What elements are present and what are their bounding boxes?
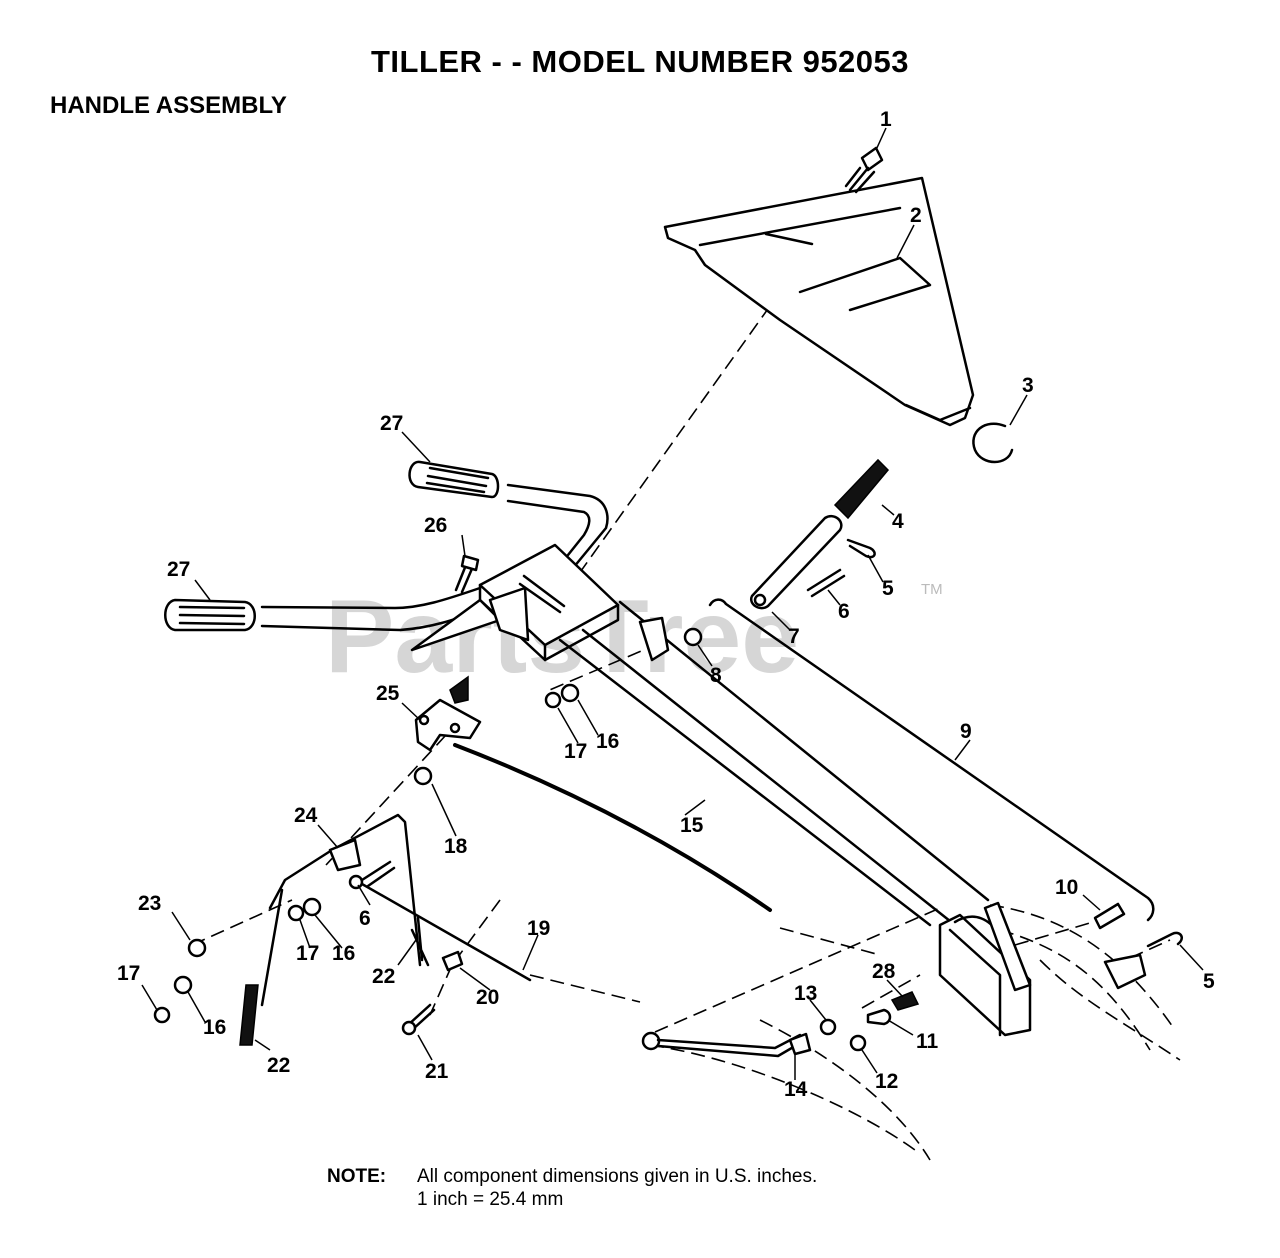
callout-16-mid: 16: [596, 730, 619, 753]
callout-16-low: 16: [332, 942, 355, 965]
leader-lines: [141, 127, 1204, 1080]
callout-17-mid: 17: [564, 740, 587, 763]
callout-18: 18: [444, 835, 468, 858]
callout-11: 11: [916, 1030, 939, 1053]
callout-16-left: 16: [203, 1016, 226, 1039]
throttle-cable: [453, 743, 772, 912]
upper-grip: [408, 460, 500, 499]
note-line-1: All component dimensions given in U.S. i…: [417, 1166, 818, 1187]
callout-8: 8: [710, 664, 722, 687]
callout-4: 4: [892, 510, 904, 533]
washer-part-13: [819, 1018, 837, 1036]
callout-17-low: 17: [296, 942, 319, 965]
nut-part-17-left: [153, 1006, 171, 1024]
callout-26: 26: [424, 514, 447, 537]
note-line-2: 1 inch = 25.4 mm: [417, 1189, 564, 1210]
callout-3: 3: [1022, 374, 1034, 397]
callout-25: 25: [376, 682, 400, 705]
callout-labels: 1 2 3 27 4 26 27 5 6 7 8 25 9 16 17 15 1…: [117, 108, 1215, 1101]
rod-part-19: [353, 878, 532, 982]
screw-head-26: [460, 554, 480, 572]
cable-15: [558, 638, 932, 927]
spring-part-28: [890, 991, 920, 1011]
bolt-head-6: [348, 874, 364, 890]
handle-base-plate: [938, 901, 1032, 1037]
bolt-part-6-bottom: [360, 860, 396, 888]
callout-24: 24: [294, 804, 318, 827]
washer-part-16-mid: [560, 683, 580, 703]
callout-22-left: 22: [267, 1054, 290, 1077]
nut-part-20: [441, 950, 464, 972]
nut-part-17-mid: [544, 691, 562, 709]
nut-part-8: [683, 627, 703, 647]
nut-part-23: [187, 938, 207, 958]
callout-5-bottom: 5: [1203, 970, 1215, 993]
callout-28: 28: [872, 960, 896, 983]
clip-ring: [972, 422, 1014, 464]
callout-14: 14: [784, 1078, 808, 1101]
section-title: HANDLE ASSEMBLY: [50, 92, 287, 119]
nut-part-18: [413, 766, 433, 786]
note-label: NOTE:: [327, 1166, 387, 1187]
bolt-part-10: [1093, 902, 1126, 930]
handle-tube: [410, 543, 990, 927]
callout-27-top: 27: [380, 412, 403, 435]
throttle-bracket: [414, 675, 482, 752]
linkage-bracket: [260, 813, 422, 1007]
callout-19: 19: [527, 917, 550, 940]
callout-12: 12: [875, 1070, 898, 1093]
dimension-note: NOTE: All component dimensions given in U…: [327, 1165, 817, 1211]
callout-22-right: 22: [372, 965, 395, 988]
nut-part-12: [849, 1034, 867, 1052]
callout-6-top: 6: [838, 600, 850, 623]
depth-lever: [641, 1031, 812, 1058]
rod-clip: [1103, 953, 1147, 990]
callout-15: 15: [680, 814, 704, 837]
callout-1: 1: [880, 108, 892, 131]
cotter-pin-top: [846, 538, 876, 559]
callout-10: 10: [1055, 876, 1078, 899]
spring-part-22: [239, 984, 259, 1046]
screw-part-1: [844, 146, 884, 194]
washer-part-16-left: [173, 975, 193, 995]
alignment-lines: [191, 305, 1181, 1161]
bolt-head-21: [401, 1020, 417, 1036]
callout-27-bottom: 27: [167, 558, 190, 581]
callout-9: 9: [960, 720, 972, 743]
lever-grip: [833, 458, 890, 520]
handle-cover: [663, 176, 975, 427]
rod-part-22: [410, 916, 430, 967]
callout-2: 2: [910, 204, 922, 227]
callout-13: 13: [794, 982, 817, 1005]
callout-6-bottom: 6: [359, 907, 371, 930]
nut-part-17-low: [287, 904, 305, 922]
washer-part-16-low: [302, 897, 322, 917]
bolt-part-6-top: [806, 568, 846, 598]
diagram-title: TILLER - - MODEL NUMBER 952053: [370, 44, 910, 79]
callout-23: 23: [138, 892, 161, 915]
lower-grip: [164, 598, 256, 632]
trademark-mark: TM: [921, 581, 943, 598]
callout-20: 20: [476, 986, 499, 1009]
callout-21: 21: [425, 1060, 449, 1083]
callout-7: 7: [788, 625, 800, 648]
cotter-pin-bottom: [1146, 931, 1183, 948]
knob-part-11: [866, 1008, 892, 1026]
callout-5-top: 5: [882, 577, 894, 600]
lever-arm: [749, 514, 843, 610]
callout-17-left: 17: [117, 962, 140, 985]
control-rod: [708, 598, 1155, 922]
